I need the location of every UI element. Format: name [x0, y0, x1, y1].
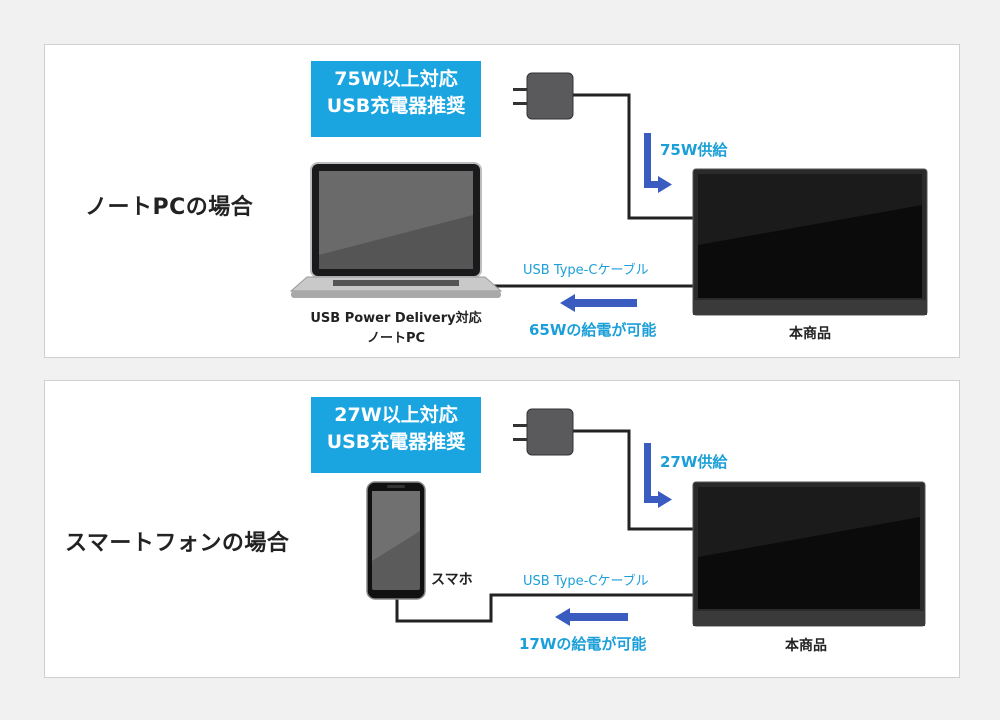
supply-arrow-icon [644, 133, 672, 193]
laptop-case-panel: ノートPCの場合 75W以上対応 USB充電器推奨 75W供給 USB Type… [44, 44, 960, 358]
device-label: USB Power Delivery対応 ノートPC [301, 309, 491, 349]
device-label: スマホ [431, 572, 473, 588]
feed-arrow-icon [555, 608, 628, 626]
usb-c-cable [395, 593, 695, 623]
feed-label: 65Wの給電が可能 [529, 321, 657, 339]
case-title: ノートPCの場合 [85, 195, 254, 220]
charger-recommendation-badge: 27W以上対応 USB充電器推奨 [311, 397, 481, 473]
device-label-line-1: USB Power Delivery対応 [310, 311, 482, 326]
monitor-label: 本商品 [789, 326, 831, 342]
device-label-line-2: ノートPC [366, 331, 426, 346]
laptop-icon [289, 162, 503, 298]
monitor-icon [692, 481, 926, 627]
supply-label: 75W供給 [660, 141, 728, 159]
usb-charger-icon [513, 408, 574, 456]
feed-arrow-icon [560, 294, 637, 312]
charger-recommendation-badge: 75W以上対応 USB充電器推奨 [311, 61, 481, 137]
smartphone-icon [366, 481, 426, 600]
case-title: スマートフォンの場合 [65, 531, 290, 556]
charger-callout-line-2: USB充電器推奨 [326, 431, 466, 453]
monitor-label: 本商品 [785, 638, 827, 654]
supply-arrow-icon [644, 443, 672, 508]
charger-cable [573, 93, 695, 220]
smartphone-case-panel: スマートフォンの場合 27W以上対応 USB充電器推奨 27W供給 USB Ty… [44, 380, 960, 678]
charger-callout-line-1: 75W以上対応 [334, 68, 458, 90]
cable-label: USB Type-Cケーブル [523, 263, 649, 278]
monitor-icon [692, 168, 928, 316]
usb-charger-icon [513, 72, 574, 120]
laptop-diagram-graphics [289, 72, 928, 316]
smartphone-diagram-graphics [366, 408, 926, 627]
charger-callout-line-1: 27W以上対応 [334, 404, 458, 426]
feed-label: 17Wの給電が可能 [519, 635, 647, 653]
cable-label: USB Type-Cケーブル [523, 574, 649, 589]
supply-label: 27W供給 [660, 453, 728, 471]
charger-cable [573, 429, 695, 531]
charger-callout-line-2: USB充電器推奨 [326, 95, 466, 117]
